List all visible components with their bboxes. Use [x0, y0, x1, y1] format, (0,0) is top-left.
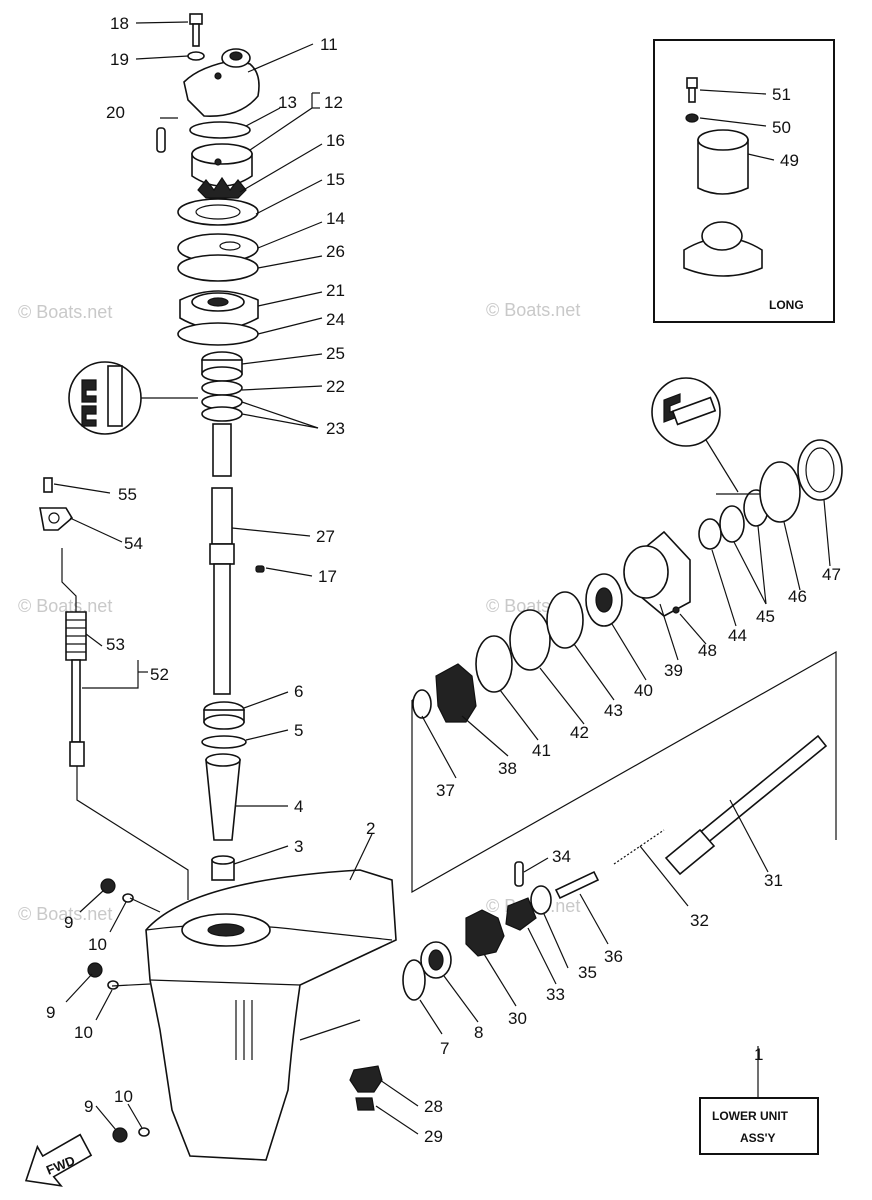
watermark-2: © Boats.net — [486, 300, 580, 320]
label-18: 18 — [110, 14, 129, 33]
label-9a: 9 — [64, 913, 73, 932]
label-50: 50 — [772, 118, 791, 137]
label-19: 19 — [110, 50, 129, 69]
label-30: 30 — [508, 1009, 527, 1028]
label-16: 16 — [326, 131, 345, 150]
part-number-labels: 18 19 11 13 12 20 16 15 14 26 21 24 25 2… — [46, 14, 841, 1146]
label-55: 55 — [118, 485, 137, 504]
label-15: 15 — [326, 170, 345, 189]
label-36: 36 — [604, 947, 623, 966]
water-pump-assembly — [156, 13, 265, 881]
label-27: 27 — [316, 527, 335, 546]
shift-rod-assembly — [39, 477, 189, 900]
label-41: 41 — [532, 741, 551, 760]
label-52: 52 — [150, 665, 169, 684]
label-37: 37 — [436, 781, 455, 800]
forward-arrow: FWD — [24, 1133, 93, 1187]
label-17: 17 — [318, 567, 337, 586]
propshaft-assembly — [402, 377, 843, 1001]
long-shaft-inset: LONG — [653, 39, 835, 323]
label-47: 47 — [822, 565, 841, 584]
label-54: 54 — [124, 534, 143, 553]
lower-unit-line1: LOWER UNIT — [712, 1109, 789, 1123]
label-11: 11 — [320, 35, 338, 54]
label-22: 22 — [326, 377, 345, 396]
watermark-1: © Boats.net — [18, 302, 112, 322]
label-10c: 10 — [114, 1087, 133, 1106]
leader-lines — [53, 21, 831, 1135]
label-24: 24 — [326, 310, 345, 329]
label-9b: 9 — [46, 1003, 55, 1022]
label-8: 8 — [474, 1023, 483, 1042]
label-20: 20 — [106, 103, 125, 122]
label-2: 2 — [366, 819, 375, 838]
label-33: 33 — [546, 985, 565, 1004]
label-26: 26 — [326, 242, 345, 261]
label-53: 53 — [106, 635, 125, 654]
label-6: 6 — [294, 682, 303, 701]
label-35: 35 — [578, 963, 597, 982]
label-38: 38 — [498, 759, 517, 778]
label-23: 23 — [326, 419, 345, 438]
label-46: 46 — [788, 587, 807, 606]
watermark-3: © Boats.net — [18, 596, 112, 616]
label-28: 28 — [424, 1097, 443, 1116]
label-43: 43 — [604, 701, 623, 720]
label-44: 44 — [728, 626, 747, 645]
label-40: 40 — [634, 681, 653, 700]
lower-unit-box: LOWER UNIT ASS'Y — [699, 1046, 819, 1155]
label-42: 42 — [570, 723, 589, 742]
label-29: 29 — [424, 1127, 443, 1146]
label-14: 14 — [326, 209, 345, 228]
label-10b: 10 — [74, 1023, 93, 1042]
label-5: 5 — [294, 721, 303, 740]
label-39: 39 — [664, 661, 683, 680]
label-1: 1 — [754, 1045, 763, 1064]
label-13: 13 — [278, 93, 297, 112]
label-34: 34 — [552, 847, 571, 866]
label-45: 45 — [756, 607, 775, 626]
seal-detail-callout — [68, 361, 198, 435]
label-21: 21 — [326, 281, 345, 300]
label-10a: 10 — [88, 935, 107, 954]
label-12: 12 — [324, 93, 343, 112]
lower-unit-line2: ASS'Y — [740, 1131, 776, 1145]
label-25: 25 — [326, 344, 345, 363]
label-49: 49 — [780, 151, 799, 170]
label-4: 4 — [294, 797, 303, 816]
watermark-5: © Boats.net — [18, 904, 112, 924]
label-7: 7 — [440, 1039, 449, 1058]
label-9c: 9 — [84, 1097, 93, 1116]
label-3: 3 — [294, 837, 303, 856]
label-51: 51 — [772, 85, 791, 104]
label-32: 32 — [690, 911, 709, 930]
label-31: 31 — [764, 871, 783, 890]
lower-casing — [87, 869, 397, 1161]
label-48: 48 — [698, 641, 717, 660]
inset-long-label: LONG — [769, 298, 804, 312]
